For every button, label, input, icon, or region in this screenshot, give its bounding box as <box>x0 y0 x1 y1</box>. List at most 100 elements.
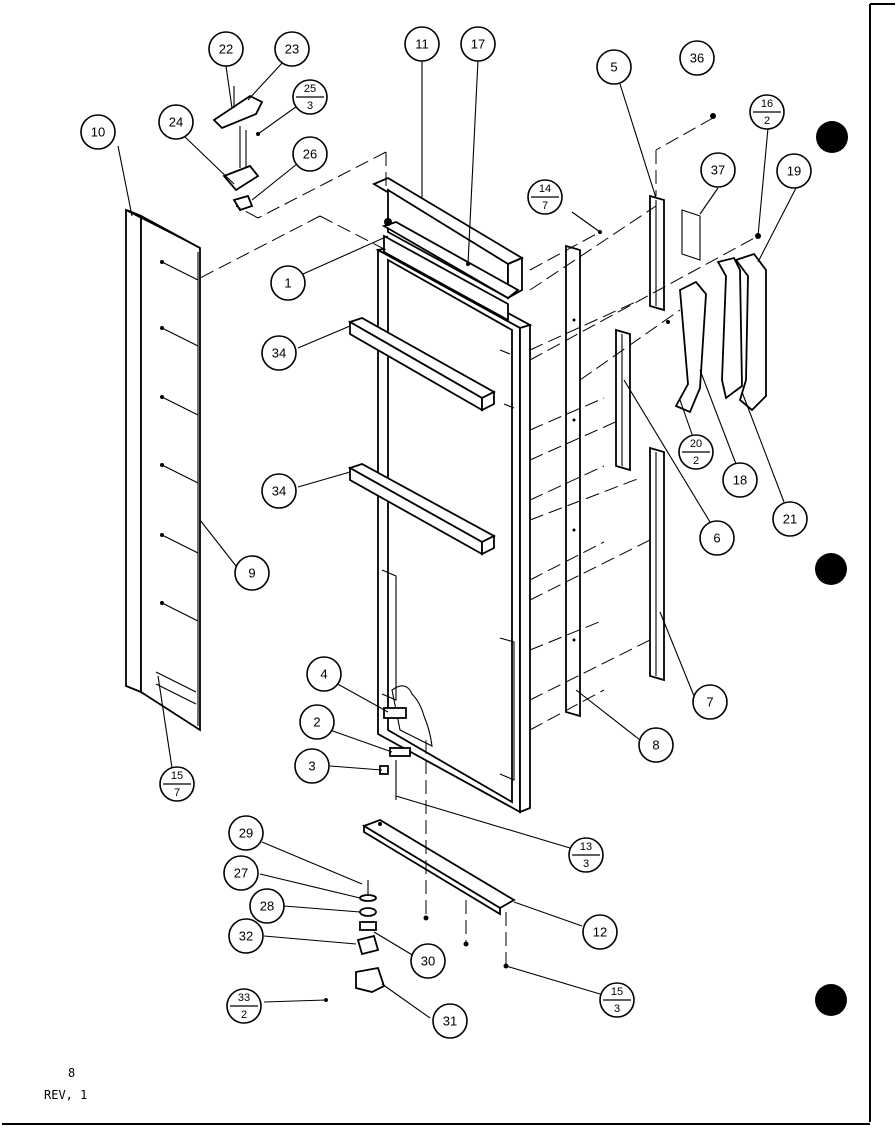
door-handle-assembly <box>674 252 767 414</box>
callout-denominator: 2 <box>764 115 770 127</box>
callout-11: 11 <box>404 26 440 62</box>
callout-numerator: 13 <box>580 841 592 853</box>
callout-label: 9 <box>248 566 255 581</box>
callout-numerator: 15 <box>611 986 623 998</box>
callout-8: 8 <box>638 727 674 763</box>
callout-label: 3 <box>308 759 315 774</box>
callout-27: 27 <box>223 855 259 891</box>
callout-12: 12 <box>582 914 618 950</box>
callout-label: 36 <box>690 51 704 66</box>
callout-25-3: 25 3 <box>292 79 328 115</box>
callout-denominator: 7 <box>174 787 180 799</box>
callout-15-7: 15 7 <box>159 766 195 802</box>
callout-19: 19 <box>776 153 812 189</box>
callout-1: 1 <box>270 265 306 301</box>
callout-label: 18 <box>733 473 747 488</box>
callout-label: 29 <box>239 826 253 841</box>
callout-21: 21 <box>772 501 808 537</box>
callout-numerator: 25 <box>304 83 316 95</box>
callout-label: 21 <box>783 512 797 527</box>
callout-3: 3 <box>294 748 330 784</box>
callout-label: 8 <box>652 738 659 753</box>
label-plate <box>681 209 701 261</box>
callout-10: 10 <box>80 114 116 150</box>
shelf-bar-lower <box>347 463 496 556</box>
callout-6: 6 <box>699 520 735 556</box>
callout-18: 18 <box>722 462 758 498</box>
binder-hole <box>816 121 848 153</box>
vertical-trim-strip <box>565 244 581 718</box>
page-border <box>2 3 895 1125</box>
callout-31: 31 <box>432 1003 468 1039</box>
callout-numerator: 20 <box>690 438 702 450</box>
callout-9: 9 <box>234 555 270 591</box>
bottom-hinge-stack <box>355 880 386 993</box>
callout-14-7: 14 7 <box>527 179 563 215</box>
right-mid-channel <box>615 328 631 472</box>
bottom-bracket <box>361 819 516 916</box>
callout-label: 23 <box>285 42 299 57</box>
callout-denominator: 3 <box>583 858 589 870</box>
callout-label: 34 <box>272 484 286 499</box>
callout-33-2: 33 2 <box>226 988 262 1024</box>
revision-label: REV, 1 <box>44 1088 88 1102</box>
right-top-bracket <box>649 194 665 312</box>
callout-label: 2 <box>313 715 320 730</box>
callout-denominator: 3 <box>614 1003 620 1015</box>
callout-16-2: 16 2 <box>749 94 785 130</box>
callout-34-upper: 34 <box>261 335 297 371</box>
callout-34-lower: 34 <box>261 473 297 509</box>
callout-13-3: 13 3 <box>568 837 604 873</box>
callout-label: 7 <box>706 695 713 710</box>
callout-17: 17 <box>460 26 496 62</box>
leader-lines <box>117 59 797 1019</box>
callout-37: 37 <box>700 152 736 188</box>
callout-label: 5 <box>610 60 617 75</box>
right-lower-channel <box>649 446 665 682</box>
callout-label: 26 <box>303 147 317 162</box>
callout-label: 32 <box>239 929 253 944</box>
callout-4: 4 <box>306 656 342 692</box>
callout-7: 7 <box>692 684 728 720</box>
callout-numerator: 14 <box>539 183 551 195</box>
callout-29: 29 <box>228 815 264 851</box>
callout-label: 1 <box>284 276 291 291</box>
callout-5: 5 <box>596 49 632 85</box>
callout-label: 22 <box>219 42 233 57</box>
callout-denominator: 7 <box>542 200 548 212</box>
callout-numerator: 15 <box>171 770 183 782</box>
callout-numerator: 16 <box>761 98 773 110</box>
callout-30: 30 <box>410 943 446 979</box>
callout-2: 2 <box>299 704 335 740</box>
callout-denominator: 2 <box>693 455 699 467</box>
lower-hinge-parts <box>379 707 411 800</box>
page-number: 8 <box>68 1066 76 1080</box>
callout-15-3: 15 3 <box>599 982 635 1018</box>
callout-label: 11 <box>415 37 429 52</box>
binder-hole <box>815 553 847 585</box>
callout-23: 23 <box>274 31 310 67</box>
left-door-panel <box>125 208 201 732</box>
callout-label: 37 <box>711 163 725 178</box>
binder-hole <box>815 984 847 1016</box>
callout-22: 22 <box>208 31 244 67</box>
callout-label: 24 <box>169 115 183 130</box>
callout-20-2: 20 2 <box>678 434 714 470</box>
callout-label: 27 <box>234 866 248 881</box>
callout-label: 12 <box>593 925 607 940</box>
callout-denominator: 2 <box>241 1009 247 1021</box>
callout-label: 4 <box>320 667 327 682</box>
callout-26: 26 <box>292 136 328 172</box>
callout-28: 28 <box>249 888 285 924</box>
alignment-lines <box>199 117 759 964</box>
callout-label: 31 <box>443 1014 457 1029</box>
callout-denominator: 3 <box>307 100 313 112</box>
shelf-bar-upper <box>347 317 496 412</box>
callout-label: 19 <box>787 164 801 179</box>
callout-label: 17 <box>471 37 485 52</box>
top-brackets <box>372 176 524 322</box>
callout-label: 28 <box>260 899 274 914</box>
callout-32: 32 <box>228 918 264 954</box>
callout-label: 6 <box>713 531 720 546</box>
